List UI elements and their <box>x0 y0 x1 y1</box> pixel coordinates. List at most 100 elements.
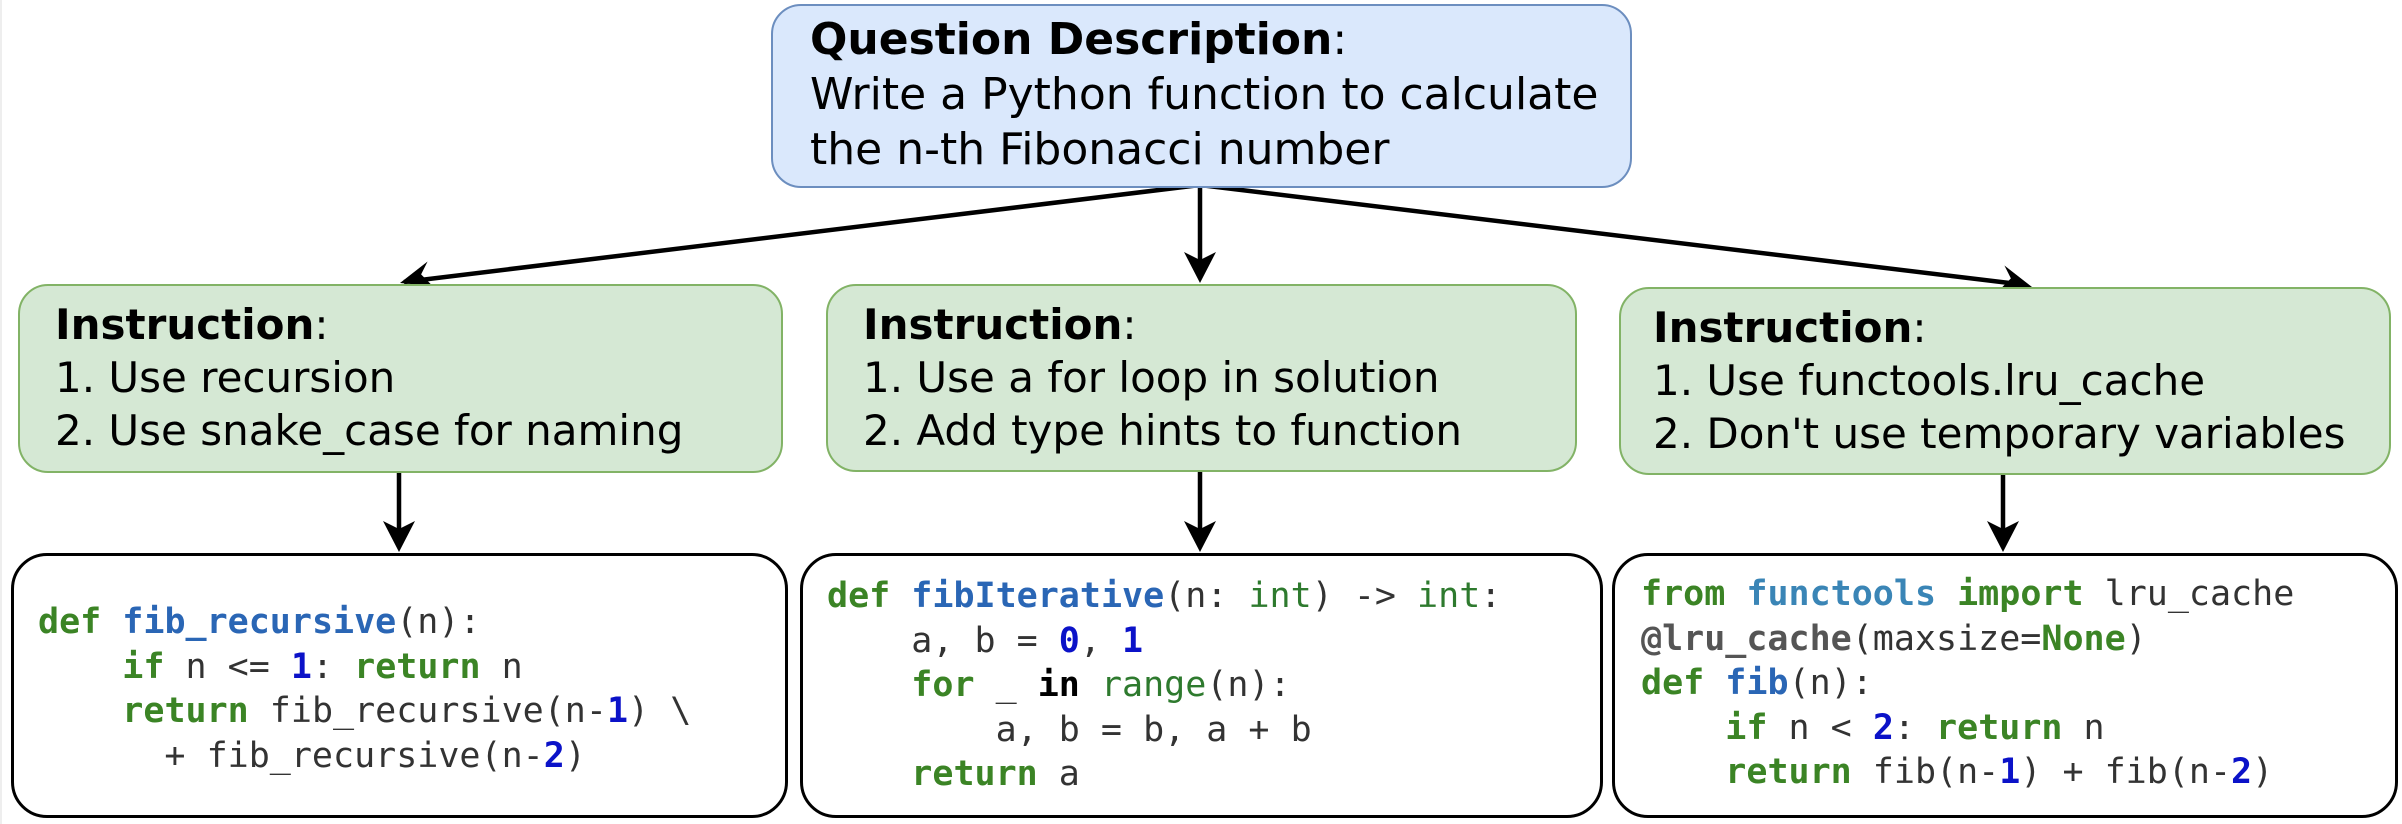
instruction-box-lru-cache: Instruction: 1. Use functools.lru_cache … <box>1619 287 2391 475</box>
code-token-k: def <box>1641 663 1705 703</box>
instruction-text: Instruction: 1. Use functools.lru_cache … <box>1653 301 2346 460</box>
question-text: Question Description: Write a Python fun… <box>810 12 1598 177</box>
arrowhead-icon <box>383 521 415 552</box>
code-token-num: 2 <box>1872 707 1894 748</box>
instruction-box-recursion: Instruction: 1. Use recursion 2. Use sna… <box>18 284 783 473</box>
code-token-mod: functools <box>1746 574 1937 614</box>
code-token: + fib_recursive(n- <box>38 735 544 776</box>
arrowhead-icon <box>1184 521 1216 552</box>
code-token <box>1641 708 1725 748</box>
code-line: for _ in range(n): <box>827 663 1501 708</box>
code-line: return a <box>827 752 1501 797</box>
code-box-iterative: def fibIterative(n: int) -> int: a, b = … <box>800 553 1603 818</box>
code-token-fn: fibIterative <box>911 576 1165 616</box>
code-token-k: None <box>2041 618 2126 659</box>
instruction-heading: Instruction <box>55 300 315 349</box>
code-token-num: 1 <box>1999 752 2021 792</box>
image-left-edge <box>0 0 2 824</box>
code-token-k: return <box>911 754 1038 794</box>
code-token: (n): <box>1206 665 1291 705</box>
code-token: ) \ <box>628 691 692 731</box>
code-token <box>890 576 911 616</box>
code-token: : <box>1893 707 1937 748</box>
question-description-box: Question Description: Write a Python fun… <box>771 4 1632 188</box>
instruction-item: 2. Don't use temporary variables <box>1653 409 2346 458</box>
code-token: n <= <box>164 646 291 687</box>
instruction-item: 2. Use snake_case for naming <box>55 406 684 455</box>
instruction-item: 2. Add type hints to function <box>863 406 1462 455</box>
arrow-question-to-instruction-3 <box>1199 182 2027 288</box>
code-token: a <box>1037 754 1080 794</box>
code-token-bi: range <box>1100 665 1207 705</box>
arrowhead-icon <box>1999 265 2032 291</box>
instruction-text: Instruction: 1. Use a for loop in soluti… <box>863 298 1462 457</box>
code-token-bi: int <box>1417 576 1481 616</box>
code-token: (n): <box>396 602 481 642</box>
code-token <box>1080 665 1101 705</box>
code-line: if n < 2: return n <box>1641 706 2294 751</box>
code-line: if n <= 1: return n <box>38 645 691 690</box>
code-token <box>1936 574 1957 614</box>
code-token-k: return <box>354 646 481 687</box>
code-line: def fib_recursive(n): <box>38 600 691 645</box>
code-token: fib(n- <box>1851 752 2000 792</box>
code-token-fn: fib <box>1725 663 1789 703</box>
code-token-k: import <box>1957 574 2084 614</box>
code-token <box>827 665 911 705</box>
code-token-k: from <box>1641 574 1726 614</box>
code-line: a, b = b, a + b <box>827 708 1501 753</box>
question-line-2: the n-th Fibonacci number <box>810 124 1390 175</box>
code-token: a, b = b, a + b <box>827 709 1312 750</box>
instruction-heading: Instruction <box>1653 303 1913 352</box>
code-token: ) <box>564 735 586 776</box>
instruction-heading-colon: : <box>1912 303 1927 352</box>
code-token <box>1704 663 1725 703</box>
code-token-num: 1 <box>290 646 312 687</box>
code-token: fib_recursive(n- <box>248 691 607 731</box>
code-token: ) <box>2252 752 2274 792</box>
code-token: n < <box>1767 707 1873 748</box>
code-token: ) + fib(n- <box>2020 752 2232 792</box>
code-token-num: 0 <box>1058 620 1080 661</box>
instruction-heading: Instruction <box>863 300 1123 349</box>
code-token-k: if <box>1725 707 1768 748</box>
code-token <box>827 754 911 794</box>
code-token: n <box>2062 707 2105 748</box>
code-token-k: return <box>1725 752 1852 792</box>
code-token-num: 2 <box>2231 752 2253 792</box>
code-token: (n: <box>1164 576 1249 616</box>
code-block: def fibIterative(n: int) -> int: a, b = … <box>827 574 1501 797</box>
code-token: lru_cache <box>2083 574 2295 614</box>
instruction-item: 1. Use recursion <box>55 353 396 402</box>
question-heading-colon: : <box>1332 14 1348 65</box>
code-token-k: return <box>1936 707 2063 748</box>
code-token <box>101 602 122 642</box>
code-line: a, b = 0, 1 <box>827 619 1501 664</box>
code-token-k: def <box>827 576 891 616</box>
instruction-item: 1. Use a for loop in solution <box>863 353 1440 402</box>
code-token <box>1641 752 1725 792</box>
code-block: from functools import lru_cache@lru_cach… <box>1641 572 2294 795</box>
code-token-num: 2 <box>543 735 565 776</box>
code-token: : <box>311 646 355 687</box>
arrowhead-icon <box>400 261 433 287</box>
arrow-question-to-instruction-1 <box>403 182 1201 285</box>
code-line: def fibIterative(n: int) -> int: <box>827 574 1501 619</box>
code-token: (maxsize= <box>1851 618 2042 659</box>
code-token-fn: fib_recursive <box>122 602 397 642</box>
instruction-item: 1. Use functools.lru_cache <box>1653 356 2206 405</box>
code-token <box>38 647 122 687</box>
code-token-k: return <box>122 691 249 731</box>
code-token: ) -> <box>1311 576 1418 616</box>
arrowhead-icon <box>1184 252 1216 283</box>
code-token: n <box>480 646 523 687</box>
code-token <box>1725 574 1746 614</box>
code-token-k: def <box>38 602 102 642</box>
code-line: def fib(n): <box>1641 661 2294 706</box>
code-token: : <box>1480 576 1502 616</box>
code-token <box>38 691 122 731</box>
arrowhead-icon <box>1987 521 2019 552</box>
instruction-heading-colon: : <box>314 300 329 349</box>
question-line-1: Write a Python function to calculate <box>810 69 1599 120</box>
code-token: _ <box>974 665 1038 705</box>
